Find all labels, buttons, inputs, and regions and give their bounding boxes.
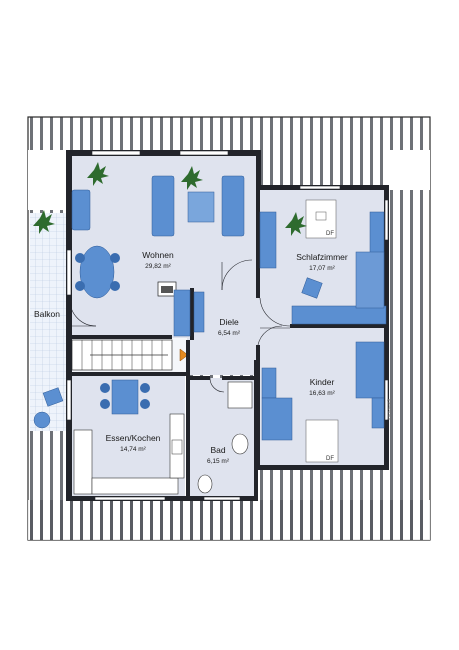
room-area-schlafzimmer: 17,07 m² <box>309 265 335 272</box>
balcony-furniture <box>33 387 64 429</box>
armchair <box>71 189 91 231</box>
kitchen-furniture <box>73 379 185 495</box>
skylight-label-schlafzimmer: DF <box>326 231 334 237</box>
plant-icon <box>181 166 203 190</box>
coffee-table <box>187 191 215 223</box>
plants <box>33 162 307 236</box>
staircase <box>71 339 189 371</box>
windows <box>66 150 389 501</box>
room-name-essen-kochen: Essen/Kochen <box>106 433 161 443</box>
bathroom-furniture <box>197 381 253 494</box>
watermark: immowelt <box>387 398 393 420</box>
room-area-diele: 6,54 m² <box>218 330 241 337</box>
round-table <box>79 245 115 299</box>
room-name-diele: Diele <box>219 317 239 327</box>
room-area-essen-kochen: 14,74 m² <box>120 446 146 453</box>
room-name-balkon: Balkon <box>34 309 60 319</box>
plant-icon <box>285 212 307 236</box>
doors <box>69 259 291 393</box>
room-name-wohnen: Wohnen <box>142 250 174 260</box>
room-name-kinder: Kinder <box>310 377 335 387</box>
plant-icon <box>87 162 109 186</box>
room-area-kinder: 16,63 m² <box>309 390 335 397</box>
plant-icon <box>33 210 55 234</box>
skylight <box>305 199 337 239</box>
room-name-schlafzimmer: Schlafzimmer <box>296 252 348 262</box>
room-name-bad: Bad <box>210 445 225 455</box>
room-area-bad: 6,15 m² <box>207 458 230 465</box>
kids-furniture <box>261 341 385 463</box>
room-labels: Wohnen 29,82 m² Schlafzimmer 17,07 m² Di… <box>34 231 393 465</box>
room-area-wohnen: 29,82 m² <box>145 263 171 270</box>
sofa <box>151 175 175 237</box>
bedroom-furniture <box>259 199 387 325</box>
sofa <box>221 175 245 237</box>
skylight-label-kinder: DF <box>326 456 334 462</box>
skylight <box>305 419 339 463</box>
living-furniture <box>71 175 245 337</box>
